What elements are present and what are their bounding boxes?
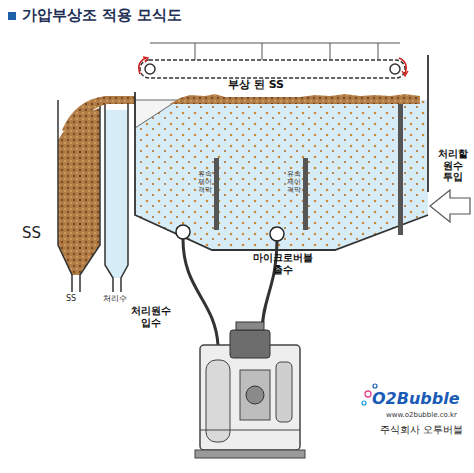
flotation-tank xyxy=(135,55,428,250)
pump-unit xyxy=(195,450,305,458)
pump-unit xyxy=(200,345,300,450)
pump-unit xyxy=(240,370,270,420)
logo-url: www.o2bubble.co.kr xyxy=(386,411,457,419)
microbubble-out-label: 마이크로버블 출수 xyxy=(250,252,316,275)
flotation-tank xyxy=(398,100,403,235)
floated-sludge-layer xyxy=(170,94,420,104)
pump-unit xyxy=(246,386,264,404)
scraper-conveyor xyxy=(195,43,196,60)
flotation-tank xyxy=(135,100,178,128)
flotation-tank xyxy=(135,100,428,250)
pump-unit xyxy=(230,330,270,358)
scraper-conveyor xyxy=(145,64,155,74)
scraper-conveyor xyxy=(139,58,146,74)
sludge-hopper xyxy=(62,96,135,135)
hoses xyxy=(176,225,190,239)
treated-water-label: 처리수 xyxy=(103,294,127,303)
flow-control-baffles xyxy=(214,158,308,230)
raw-water-inlet-arrow xyxy=(430,190,470,222)
logo-bubbles xyxy=(365,391,371,397)
scraper-conveyor xyxy=(140,60,405,78)
treated-water-channel xyxy=(105,110,128,278)
scraper-conveyor xyxy=(139,43,408,78)
pump-unit xyxy=(276,362,292,422)
treated-water-channel xyxy=(105,100,128,292)
company-name: 주식회사 오투버블 xyxy=(380,424,463,436)
logo-bubbles xyxy=(373,384,377,388)
flotation-tank xyxy=(135,100,428,250)
title-bullet xyxy=(8,12,16,20)
pump-unit xyxy=(200,430,300,431)
diagram-title: 가압부상조 적용 모식도 xyxy=(22,7,182,24)
sludge-hopper xyxy=(58,108,100,275)
raw-water-in-label: 처리원수 입수 xyxy=(126,305,176,328)
hoses xyxy=(176,225,284,345)
flotation-tank xyxy=(427,55,429,192)
pump-unit xyxy=(195,322,305,458)
baffle-label: 유속 제어 격막 xyxy=(285,170,302,194)
flotation-tank xyxy=(135,92,428,250)
scraper-conveyor xyxy=(143,57,148,62)
floated-sludge-layer xyxy=(170,94,420,104)
pump-unit xyxy=(236,322,264,330)
hoses xyxy=(270,227,284,241)
scraper-conveyor xyxy=(378,43,379,60)
flow-control-baffles xyxy=(214,158,219,230)
hoses xyxy=(183,239,218,345)
title-bullet xyxy=(8,12,16,20)
floated-ss-label: 부상 된 SS xyxy=(226,79,286,92)
baffle-label: 유속 제어 격막 xyxy=(196,170,213,194)
treated-water-channel xyxy=(105,100,128,292)
logo-text: O2Bubble xyxy=(372,390,460,408)
ss-outlet-label: SS xyxy=(66,294,76,303)
scraper-conveyor xyxy=(150,43,400,44)
scraper-conveyor xyxy=(330,43,331,60)
scraper-conveyor xyxy=(390,64,400,74)
scraper-conveyor xyxy=(402,71,408,76)
flow-control-baffles xyxy=(303,158,308,230)
scraper-conveyor xyxy=(262,43,263,60)
ss-label: SS xyxy=(22,225,41,242)
inlet-label: 처리할 원수 투입 xyxy=(436,148,470,183)
sludge-hopper xyxy=(58,96,135,292)
raw-water-inlet-arrow xyxy=(430,190,470,222)
logo-bubbles xyxy=(362,401,366,405)
